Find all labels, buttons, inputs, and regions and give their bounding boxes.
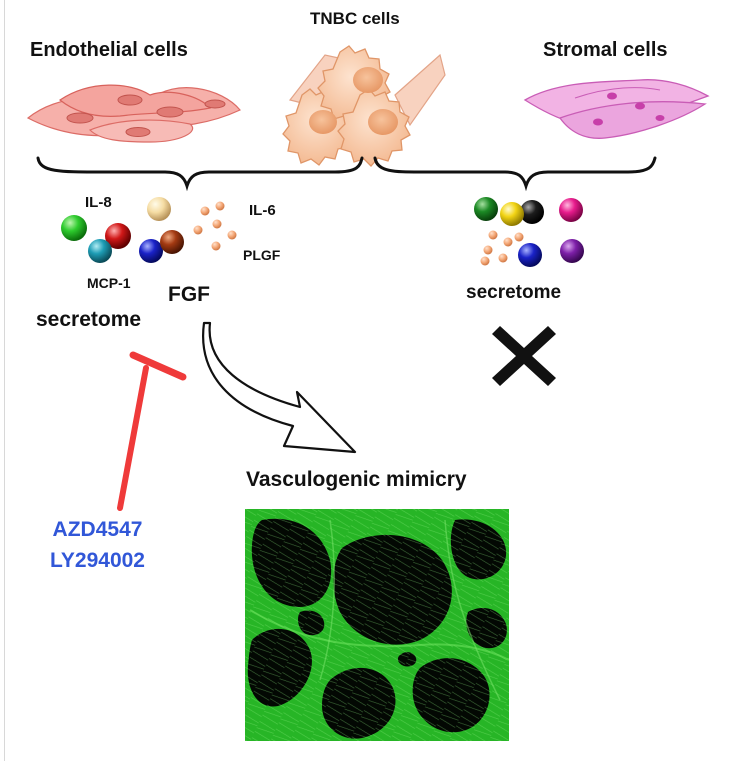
endothelial-cells-illustration (26, 84, 241, 143)
right-secretome-cytokines (474, 197, 584, 267)
stromal-cells-illustration (523, 79, 710, 139)
left-brace (36, 156, 364, 192)
vasculogenic-mimicry-microscopy-image (245, 509, 509, 741)
fgf-label: FGF (168, 283, 210, 306)
hollow-arrow-icon (202, 321, 357, 454)
vasculogenic-mimicry-label: Vasculogenic mimicry (246, 468, 467, 491)
left-secretome-cytokines (61, 197, 237, 263)
il8-label: IL-8 (85, 194, 112, 211)
inhibitor-azd4547: AZD4547 (52, 518, 143, 541)
right-brace (373, 156, 657, 192)
inhibitor-ly294002: LY294002 (50, 549, 145, 572)
x-mark-icon (492, 326, 556, 386)
right-secretome-label: secretome (466, 282, 562, 303)
t-bar-inhibition-icon (117, 351, 187, 511)
il6-label: IL-6 (249, 202, 276, 219)
tnbc-cells-illustration (282, 45, 446, 167)
endothelial-cells-label: Endothelial cells (30, 39, 188, 61)
plgf-label: PLGF (243, 247, 281, 263)
left-border-line (4, 0, 5, 761)
mcp1-label: MCP-1 (87, 275, 131, 291)
stromal-cells-label: Stromal cells (543, 39, 668, 61)
inhibitors-label: AZD4547 LY294002 (50, 514, 145, 576)
left-secretome-label: secretome (36, 308, 142, 331)
tnbc-cells-label: TNBC cells (310, 9, 400, 28)
